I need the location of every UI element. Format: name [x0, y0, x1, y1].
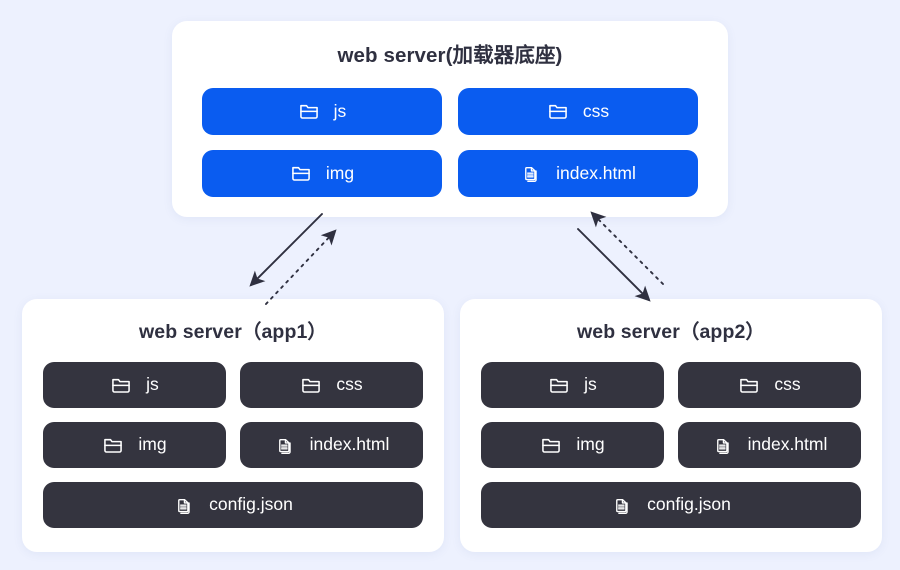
card-web-server-app1: web server（app1） js css — [22, 299, 444, 552]
chip-label: index.html — [747, 434, 828, 454]
chip-img-app1[interactable]: img — [43, 421, 226, 468]
folder-icon — [738, 374, 760, 396]
file-icon — [274, 434, 296, 456]
app1-to-top-dashed — [265, 229, 337, 305]
card-web-server-base: web server(加载器底座) js css — [172, 21, 728, 217]
card-web-server-app2: web server（app2） js css — [460, 299, 882, 552]
chip-label: index.html — [309, 434, 390, 454]
folder-icon — [547, 100, 569, 122]
chip-css-app1[interactable]: css — [240, 361, 423, 408]
card-title-app2: web server（app2） — [576, 321, 765, 343]
chip-css-base[interactable]: css — [458, 87, 698, 135]
chip-img-base[interactable]: img — [202, 149, 442, 197]
folder-icon — [298, 100, 320, 122]
chip-label: img — [325, 162, 355, 183]
chip-img-app2[interactable]: img — [481, 421, 664, 468]
chip-grid-app1: js css img — [22, 343, 444, 528]
chip-config-json-app2[interactable]: config.json — [481, 481, 861, 528]
chip-grid-app2: js css img — [460, 343, 882, 528]
chip-css-app2[interactable]: css — [678, 361, 861, 408]
file-icon — [173, 494, 195, 516]
chip-label: js — [146, 374, 159, 394]
chip-label: config.json — [647, 494, 731, 514]
chip-label: css — [336, 374, 363, 394]
chip-label: img — [576, 434, 605, 454]
file-icon — [520, 162, 542, 184]
chip-js-app1[interactable]: js — [43, 361, 226, 408]
folder-icon — [548, 374, 570, 396]
chip-label: css — [774, 374, 801, 394]
card-title-app1: web server（app1） — [138, 321, 327, 343]
chip-label: js — [584, 374, 597, 394]
top-to-app1-solid — [249, 213, 323, 287]
chip-label: css — [582, 100, 610, 121]
chip-label: config.json — [209, 494, 293, 514]
chip-js-base[interactable]: js — [202, 87, 442, 135]
chip-index-html-base[interactable]: index.html — [458, 149, 698, 197]
chip-index-html-app2[interactable]: index.html — [678, 421, 861, 468]
chip-js-app2[interactable]: js — [481, 361, 664, 408]
folder-icon — [290, 162, 312, 184]
file-icon — [712, 434, 734, 456]
folder-icon — [300, 374, 322, 396]
file-icon — [611, 494, 633, 516]
chip-label: img — [138, 434, 167, 454]
chip-grid-base: js css img — [172, 67, 728, 197]
top-to-app2-solid — [577, 228, 651, 302]
app2-to-top-dashed — [590, 211, 664, 285]
folder-icon — [540, 434, 562, 456]
folder-icon — [102, 434, 124, 456]
chip-label: js — [333, 100, 347, 121]
chip-label: index.html — [556, 162, 636, 183]
chip-index-html-app1[interactable]: index.html — [240, 421, 423, 468]
card-title-base: web server(加载器底座) — [337, 44, 563, 67]
chip-config-json-app1[interactable]: config.json — [43, 481, 423, 528]
folder-icon — [110, 374, 132, 396]
